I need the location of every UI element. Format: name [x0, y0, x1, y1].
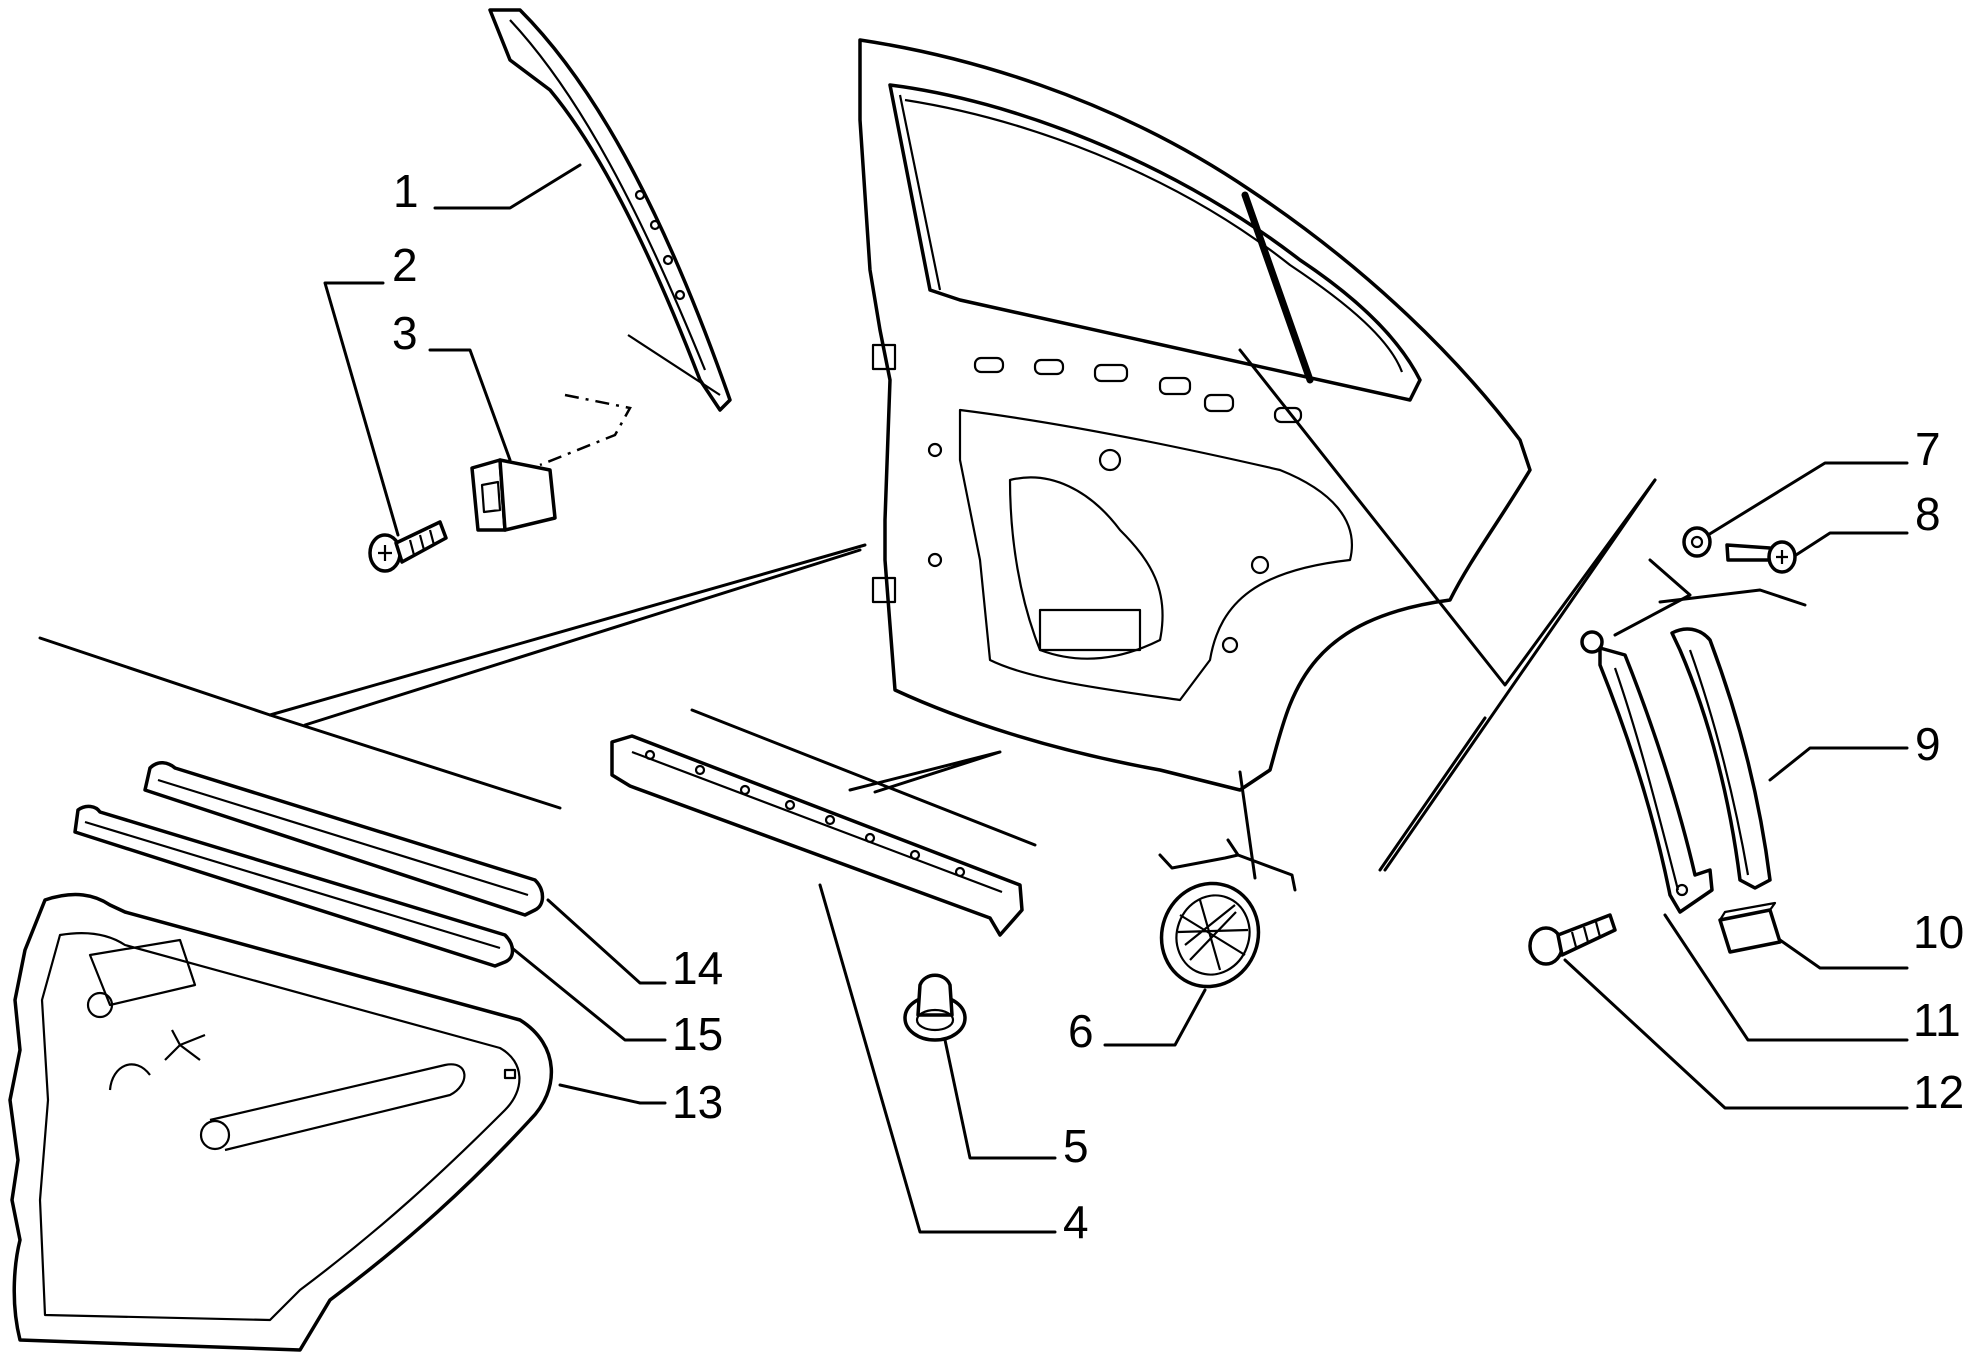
part-2-screw [368, 520, 448, 573]
leader-10 [1778, 938, 1909, 970]
part-15-waist-seal [73, 804, 515, 968]
label-2: 2 [392, 239, 418, 291]
part-11-pillar-trim [1580, 630, 1714, 914]
label-13: 13 [672, 1076, 723, 1128]
leader-lines [323, 163, 1909, 1234]
label-11: 11 [1913, 994, 1961, 1046]
part-1-window-channel [488, 8, 732, 412]
part-8-screw [1725, 540, 1797, 574]
leader-14 [546, 898, 667, 985]
label-1: 1 [393, 165, 419, 217]
part-7-washer [1682, 526, 1712, 558]
label-7: 7 [1915, 423, 1941, 475]
part-4-sill-strip [610, 734, 1024, 937]
label-5: 5 [1063, 1120, 1089, 1172]
label-10: 10 [1913, 906, 1964, 958]
label-12: 12 [1913, 1066, 1964, 1118]
part-13-door-trim-panel [8, 892, 553, 1352]
label-9: 9 [1915, 718, 1941, 770]
leader-9 [1768, 746, 1909, 782]
callout-labels: 1 2 3 4 5 6 7 8 9 10 11 12 13 14 15 [392, 165, 1964, 1248]
leader-8 [1794, 531, 1909, 557]
part-9-pillar-seal [1670, 627, 1772, 890]
label-8: 8 [1915, 488, 1941, 540]
leader-5 [943, 1038, 1057, 1160]
part-6-grommet [1159, 881, 1261, 989]
label-6: 6 [1068, 1005, 1094, 1057]
label-3: 3 [392, 307, 418, 359]
leader-2 [323, 281, 400, 537]
part-3-clip [470, 458, 557, 532]
leader-11 [1663, 913, 1909, 1042]
label-14: 14 [672, 942, 723, 994]
part-10-end-cap [1718, 901, 1782, 954]
explosion-lines [38, 348, 1807, 892]
leader-15 [510, 946, 667, 1042]
leader-12 [1563, 958, 1909, 1110]
leader-13 [558, 1083, 667, 1105]
rear-door-shell [858, 38, 1532, 792]
part-5-push-fastener [903, 973, 967, 1042]
leader-7 [1706, 461, 1909, 537]
label-15: 15 [672, 1008, 723, 1060]
part-14-waist-seal [143, 761, 545, 917]
leader-3 [428, 348, 512, 462]
leader-4 [818, 883, 1057, 1234]
part-12-screw [1528, 913, 1617, 966]
label-4: 4 [1063, 1196, 1089, 1248]
leader-6 [1103, 988, 1207, 1047]
leader-1 [433, 163, 582, 210]
